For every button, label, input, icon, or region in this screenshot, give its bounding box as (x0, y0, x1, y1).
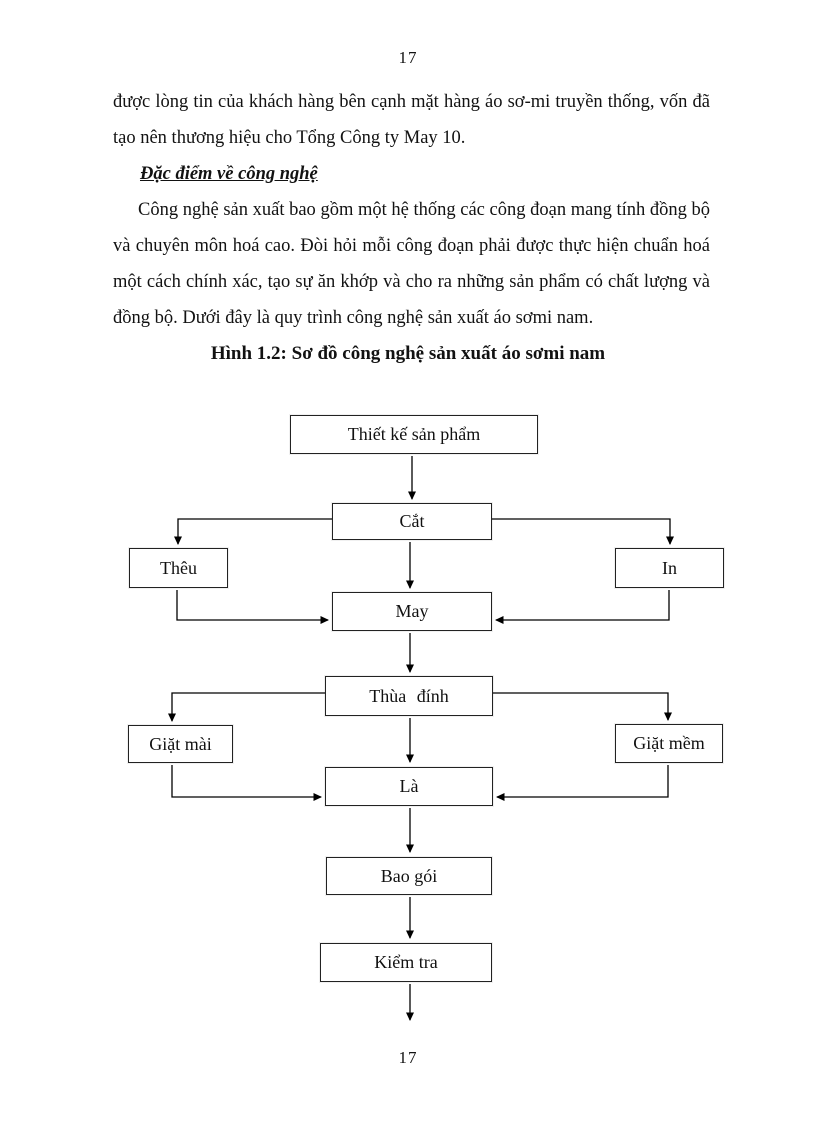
connector-softwash-iron (496, 765, 669, 801)
node-ironing-label: Là (399, 776, 419, 796)
connector-buttonhole-softwash (493, 692, 672, 721)
paragraph-intro: được lòng tin của khách hàng bên cạnh mặ… (113, 92, 710, 148)
node-print-label: In (662, 557, 677, 578)
connector-stonewash-iron (171, 765, 322, 801)
section-heading-technology: Đặc điểm về công nghệ (140, 164, 318, 184)
connector-cut-embroidery (174, 518, 332, 545)
connector-cut-print (492, 518, 674, 545)
node-design-label: Thiết kế sản phẩm (347, 424, 481, 444)
node-cut-label: Cắt (399, 511, 425, 531)
body-text-block: được lòng tin của khách hàng bên cạnh mặ… (113, 84, 710, 336)
node-soft-wash-label: Giặt mềm (633, 733, 705, 753)
node-print: In (615, 548, 724, 588)
node-stone-wash: Giặt mài (128, 725, 233, 763)
connector-print-sew (495, 590, 670, 624)
node-embroidery: Thêu (129, 548, 228, 588)
node-sewing-label: May (395, 601, 429, 621)
connector-buttonhole-stonewash (168, 692, 325, 722)
node-cut: Cắt (332, 503, 492, 540)
page-number-bottom: 17 (398, 1048, 418, 1067)
node-embroidery-label: Thêu (160, 557, 197, 578)
node-buttonhole-label: Thùa đính (369, 685, 449, 706)
node-ironing: Là (325, 767, 493, 806)
node-packing-label: Bao gói (380, 865, 438, 886)
node-stone-wash-label: Giặt mài (149, 733, 212, 754)
node-soft-wash: Giặt mềm (615, 724, 723, 763)
figure-caption: Hình 1.2: Sơ đồ công nghệ sản xuất áo sơ… (210, 343, 606, 364)
connector-embroidery-sew (176, 590, 329, 624)
node-packing: Bao gói (326, 857, 492, 895)
node-sewing: May (332, 592, 492, 631)
node-buttonhole: Thùa đính (325, 676, 493, 716)
node-inspection-label: Kiểm tra (374, 952, 438, 972)
page-number-top: 17 (398, 48, 418, 67)
node-inspection: Kiểm tra (320, 943, 492, 982)
paragraph-technology: Công nghệ sản xuất bao gồm một hệ thống … (113, 200, 710, 328)
node-design: Thiết kế sản phẩm (290, 415, 538, 454)
